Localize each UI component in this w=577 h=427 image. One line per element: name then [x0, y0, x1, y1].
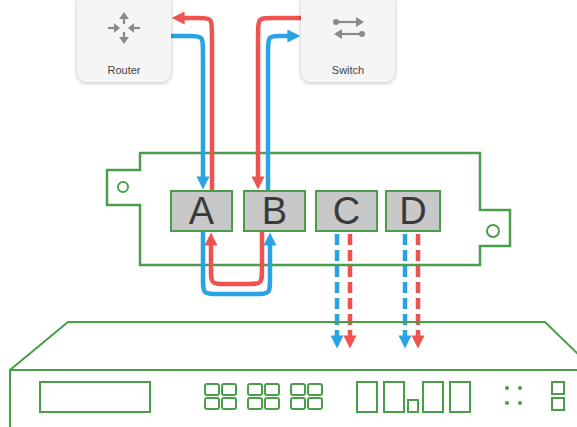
- port-letter: D: [399, 192, 426, 230]
- switch-symbol: [333, 17, 365, 39]
- signal-arrow: [258, 18, 301, 179]
- indicator-dots: [505, 386, 522, 405]
- signal-arrow: [268, 36, 290, 190]
- port-letter: B: [262, 192, 287, 230]
- port-letter: A: [189, 192, 214, 230]
- port-box: A: [170, 190, 233, 232]
- signal-arrow: [211, 232, 262, 284]
- device-label: Router: [77, 64, 171, 76]
- mount-hole: [118, 182, 128, 192]
- bracket-plate: [107, 153, 510, 265]
- signal-arrow: [203, 232, 270, 294]
- device-label: Switch: [301, 64, 395, 76]
- server-device: [10, 322, 577, 427]
- mount-hole: [487, 225, 499, 237]
- port-letter: C: [333, 192, 360, 230]
- router-box: Router: [77, 0, 171, 82]
- port-box: B: [243, 190, 306, 232]
- signal-arrow: [182, 18, 212, 190]
- router-symbol: [108, 12, 140, 44]
- signal-arrow: [171, 36, 203, 179]
- port-box: D: [385, 190, 441, 232]
- port-box: C: [315, 190, 378, 232]
- switch-box: Switch: [301, 0, 395, 82]
